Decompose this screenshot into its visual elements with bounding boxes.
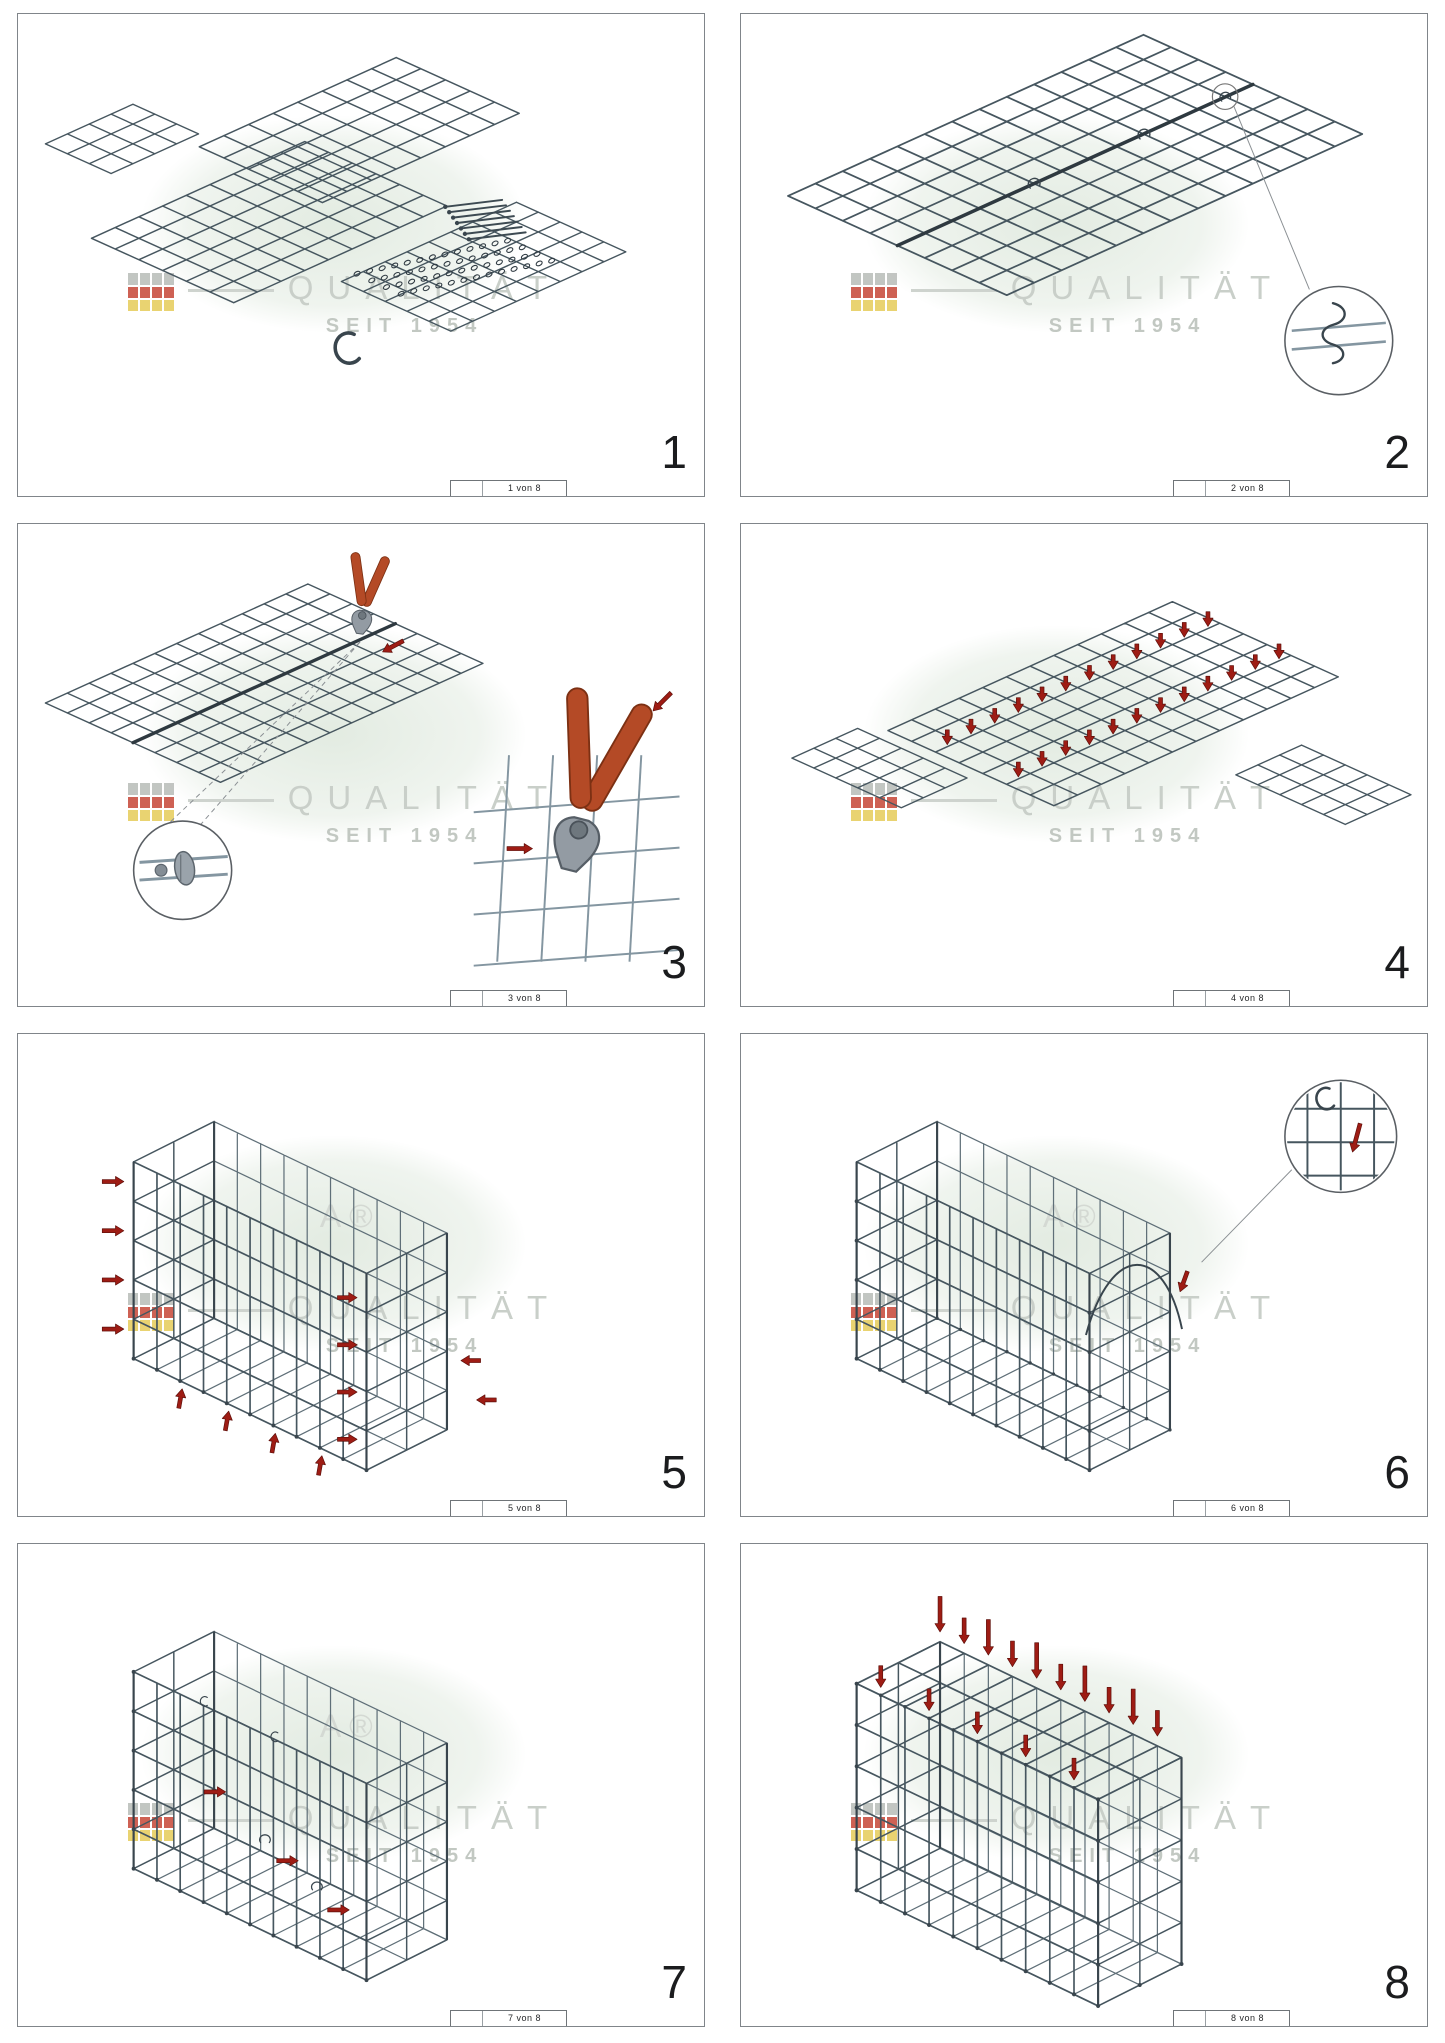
step-5-illustration: [101, 1120, 497, 1476]
sheet-label: 4 von 8: [1231, 993, 1265, 1003]
step-3-illustration: [44, 552, 680, 967]
sheet-label: 5 von 8: [508, 1503, 542, 1513]
sheet-label-box: 7 von 8: [450, 2010, 567, 2026]
sheet-label-cell: [451, 991, 484, 1006]
sheet-label-box: 2 von 8: [1173, 480, 1290, 496]
sheet-label: 3 von 8: [508, 993, 542, 1003]
step-panel-7: A® QUALITÄT SEIT 1954 7 7 von 8: [17, 1543, 705, 2027]
sheet-label: 6 von 8: [1231, 1503, 1265, 1513]
step-6-illustration: [854, 1079, 1398, 1473]
sheet-label-box: 5 von 8: [450, 1500, 567, 1516]
step-panel-2: QUALITÄT SEIT 1954 2 2 von 8: [740, 13, 1428, 497]
sheet-label-cell: [1174, 2011, 1207, 2026]
step-panel-1: QUALITÄT SEIT 1954 1 1 von 8: [17, 13, 705, 497]
step-number: 8: [1384, 1956, 1410, 2008]
sheet-label-box: 8 von 8: [1173, 2010, 1290, 2026]
step-2-illustration: [787, 33, 1394, 396]
step-number: 6: [1384, 1446, 1410, 1498]
step-panel-4: QUALITÄT SEIT 1954 4 4 von 8: [740, 523, 1428, 1007]
sheet-label: 1 von 8: [508, 483, 542, 493]
step-7-illustration: [131, 1630, 449, 1983]
sheet-label-box: 4 von 8: [1173, 990, 1290, 1006]
sheet-label-cell: [1174, 1501, 1207, 1516]
step-panel-3: QUALITÄT SEIT 1954 3 3 von 8: [17, 523, 705, 1007]
sheet-label-cell: [451, 2011, 484, 2026]
sheet-label-cell: [451, 481, 484, 496]
sheet-label-cell: [451, 1501, 484, 1516]
step-panel-8: QUALITÄT SEIT 1954 8 8 von 8: [740, 1543, 1428, 2027]
sheet-label-cell: [1174, 481, 1207, 496]
sheet-label-cell: [1174, 991, 1207, 1006]
step-panel-6: A® QUALITÄT SEIT 1954 6 6 von 8: [740, 1033, 1428, 1517]
step-8-illustration: [854, 1596, 1184, 2008]
step-number: 5: [661, 1446, 687, 1498]
sheet-label: 7 von 8: [508, 2013, 542, 2023]
sheet-label-box: 6 von 8: [1173, 1500, 1290, 1516]
sheet-label-box: 1 von 8: [450, 480, 567, 496]
step-1-illustration: [44, 56, 627, 365]
step-panel-5: A® QUALITÄT SEIT 1954 5 5 von 8: [17, 1033, 705, 1517]
sheet-label: 2 von 8: [1231, 483, 1265, 493]
step-number: 7: [661, 1956, 687, 2008]
step-number: 4: [1384, 936, 1410, 988]
step-number: 2: [1384, 426, 1410, 478]
step-4-illustration: [791, 600, 1412, 826]
step-number: 3: [661, 936, 687, 988]
step-number: 1: [661, 426, 687, 478]
sheet-label-box: 3 von 8: [450, 990, 567, 1006]
sheet-label: 8 von 8: [1231, 2013, 1265, 2023]
